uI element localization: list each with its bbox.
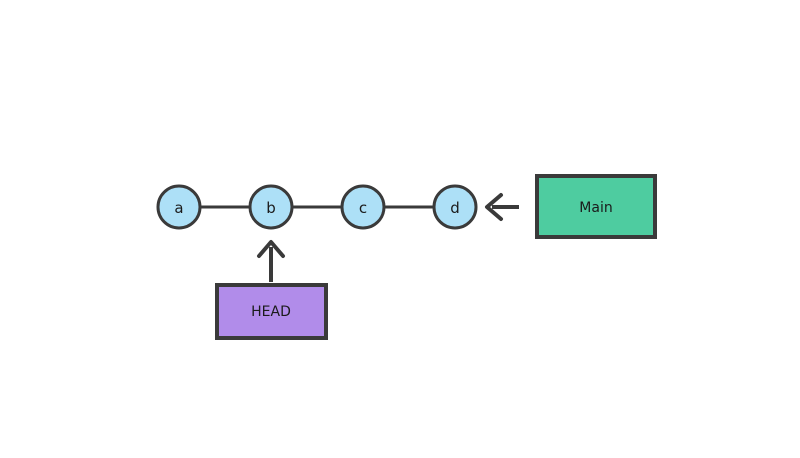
head-arrow-up-icon [257, 240, 285, 282]
commit-label-d: d [450, 199, 460, 217]
commit-circle-c[interactable] [340, 184, 386, 230]
branch-arrow-head [485, 193, 503, 221]
commit-node-c[interactable]: c [340, 184, 386, 230]
commit-circle-a[interactable] [156, 184, 202, 230]
commit-label-c: c [359, 199, 367, 217]
head-arrow-head [257, 240, 285, 258]
branch-arrow-left-icon [485, 193, 519, 221]
branch-label-main: Main [579, 200, 612, 216]
head-box[interactable] [215, 283, 328, 340]
commit-node-b[interactable]: b [248, 184, 294, 230]
commit-node-d[interactable]: d [432, 184, 478, 230]
commit-label-b: b [266, 199, 276, 217]
head-pointer[interactable]: HEAD [215, 240, 328, 340]
commit-circle-d[interactable] [432, 184, 478, 230]
branch-box-main[interactable] [535, 174, 657, 239]
commit-circle-b[interactable] [248, 184, 294, 230]
head-label: HEAD [251, 304, 291, 320]
branch-pointer-main[interactable]: Main [485, 174, 657, 239]
commit-node-a[interactable]: a [156, 184, 202, 230]
commit-label-a: a [174, 199, 183, 217]
